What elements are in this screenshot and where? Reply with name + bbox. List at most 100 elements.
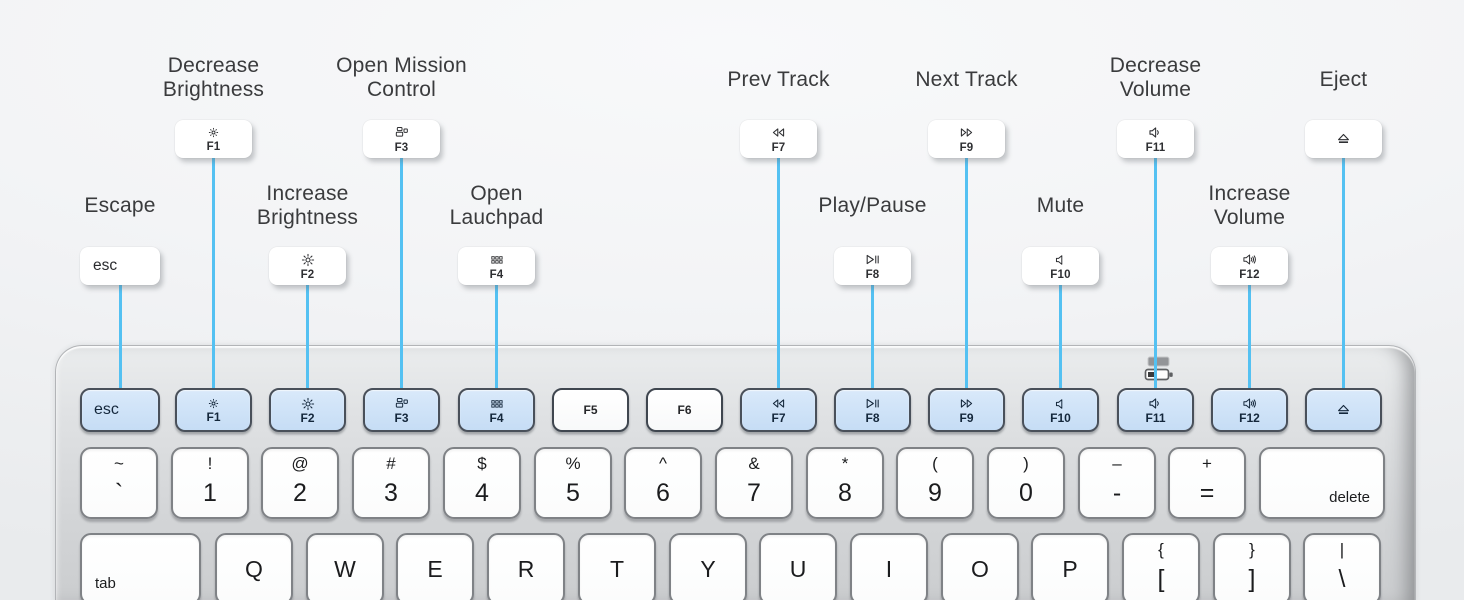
key-4-shift: $ xyxy=(477,454,487,473)
callout-decrease-brightness-key-flabel: F1 xyxy=(206,141,221,153)
callout-eject-key xyxy=(1305,120,1382,158)
key-r-label: R xyxy=(517,555,535,582)
key-q: Q xyxy=(215,533,293,600)
key-o: O xyxy=(941,533,1019,600)
key-o-label: O xyxy=(971,555,989,582)
mute-icon xyxy=(1053,252,1069,268)
delete-key-label: delete xyxy=(1329,489,1370,506)
callout-prev-track-label: Prev Track xyxy=(727,68,829,92)
key-5-shift: % xyxy=(565,454,581,473)
key-t: T xyxy=(578,533,656,600)
callout-open-mission-control-label-line: Open Mission xyxy=(336,54,467,77)
mute-icon xyxy=(1053,396,1069,412)
key-e: E xyxy=(396,533,474,600)
callout-play-pause-label: Play/Pause xyxy=(818,194,926,218)
eject-icon xyxy=(1335,402,1352,419)
key-2-shift: @ xyxy=(291,454,309,473)
f2-key: F2 xyxy=(269,388,346,432)
key-3: #3 xyxy=(352,447,430,519)
key-right-bracket-main: ] xyxy=(1248,565,1256,593)
key-2-main: 2 xyxy=(293,479,307,507)
callout-open-launchpad-key-flabel: F4 xyxy=(489,268,504,281)
key-4: $4 xyxy=(443,447,521,519)
callout-prev-track-key: F7 xyxy=(740,120,817,158)
connector-line-eject xyxy=(1342,157,1345,391)
key-5-main: 5 xyxy=(566,479,580,507)
key-8: *8 xyxy=(806,447,884,519)
key-1-main: 1 xyxy=(203,479,217,507)
key-0-shift: ) xyxy=(1023,454,1029,473)
key-equals-main: = xyxy=(1199,479,1215,507)
key-minus: –- xyxy=(1078,447,1156,519)
connector-line-decrease-brightness xyxy=(212,157,215,391)
key-left-bracket-main: [ xyxy=(1157,565,1165,593)
key-p-label: P xyxy=(1062,555,1078,582)
key-u: U xyxy=(759,533,837,600)
connector-line-mute xyxy=(1059,284,1062,391)
f3-key: F3 xyxy=(363,388,440,432)
callout-next-track-label-line: Next Track xyxy=(915,68,1018,91)
callout-decrease-brightness-label-line: Brightness xyxy=(162,78,265,101)
f11-key-flabel: F11 xyxy=(1145,411,1166,425)
brightness-high-icon xyxy=(300,252,316,268)
mission-control-icon xyxy=(394,125,410,141)
callout-decrease-volume-label-line: Decrease xyxy=(1109,54,1202,77)
brightness-low-icon xyxy=(206,396,221,411)
delete-key: delete xyxy=(1259,447,1385,519)
callout-eject-label: Eject xyxy=(1320,68,1368,92)
callout-next-track-key-flabel: F9 xyxy=(959,142,974,154)
f3-key-flabel: F3 xyxy=(394,410,409,425)
callout-mute-label: Mute xyxy=(1037,194,1085,218)
callout-mute-label-line: Mute xyxy=(1036,194,1085,217)
callout-prev-track-label-line: Prev Track xyxy=(727,68,830,91)
key-right-bracket-shift: } xyxy=(1249,540,1255,559)
f8-key: F8 xyxy=(834,388,911,432)
key-minus-shift: – xyxy=(1112,454,1122,473)
key-0-main: 0 xyxy=(1019,479,1033,507)
esc-key: esc xyxy=(80,388,160,432)
rewind-icon xyxy=(770,124,787,141)
callout-play-pause-key-flabel: F8 xyxy=(865,269,880,281)
key-7-main: 7 xyxy=(747,479,761,507)
launchpad-icon xyxy=(489,396,505,412)
key-u-label: U xyxy=(789,555,807,582)
eject-icon xyxy=(1335,131,1352,148)
volume-down-icon xyxy=(1147,395,1164,412)
callout-increase-brightness-key: F2 xyxy=(269,247,346,285)
connector-line-decrease-volume xyxy=(1154,157,1157,391)
key-i-label: I xyxy=(885,555,893,582)
key-y: Y xyxy=(669,533,747,600)
key-i: I xyxy=(850,533,928,600)
callout-play-pause-label-line: Play/Pause xyxy=(818,194,927,217)
key-q-label: Q xyxy=(245,555,263,582)
key-6-shift: ^ xyxy=(659,454,667,473)
play-pause-icon xyxy=(864,395,881,412)
callout-play-pause-key: F8 xyxy=(834,247,911,285)
callout-increase-volume-key: F12 xyxy=(1211,247,1288,285)
f4-key: F4 xyxy=(458,388,535,432)
key-t-label: T xyxy=(609,555,625,582)
play-pause-icon xyxy=(864,251,881,268)
connector-line-open-launchpad xyxy=(495,284,498,391)
f11-key: F11 xyxy=(1117,388,1194,432)
key-5: %5 xyxy=(534,447,612,519)
key-7: &7 xyxy=(715,447,793,519)
launchpad-icon xyxy=(489,252,505,268)
key-1-shift: ! xyxy=(207,454,213,473)
key-backslash: |\ xyxy=(1303,533,1381,600)
f7-key: F7 xyxy=(740,388,817,432)
key-backtick-shift: ~ xyxy=(114,454,124,473)
callout-escape-label: Escape xyxy=(84,194,155,218)
f4-key-flabel: F4 xyxy=(489,410,504,425)
eject-key xyxy=(1305,388,1382,432)
key-left-bracket: {[ xyxy=(1122,533,1200,600)
rewind-icon xyxy=(770,395,787,412)
callout-open-mission-control-key: F3 xyxy=(363,120,440,158)
f12-key: F12 xyxy=(1211,388,1288,432)
